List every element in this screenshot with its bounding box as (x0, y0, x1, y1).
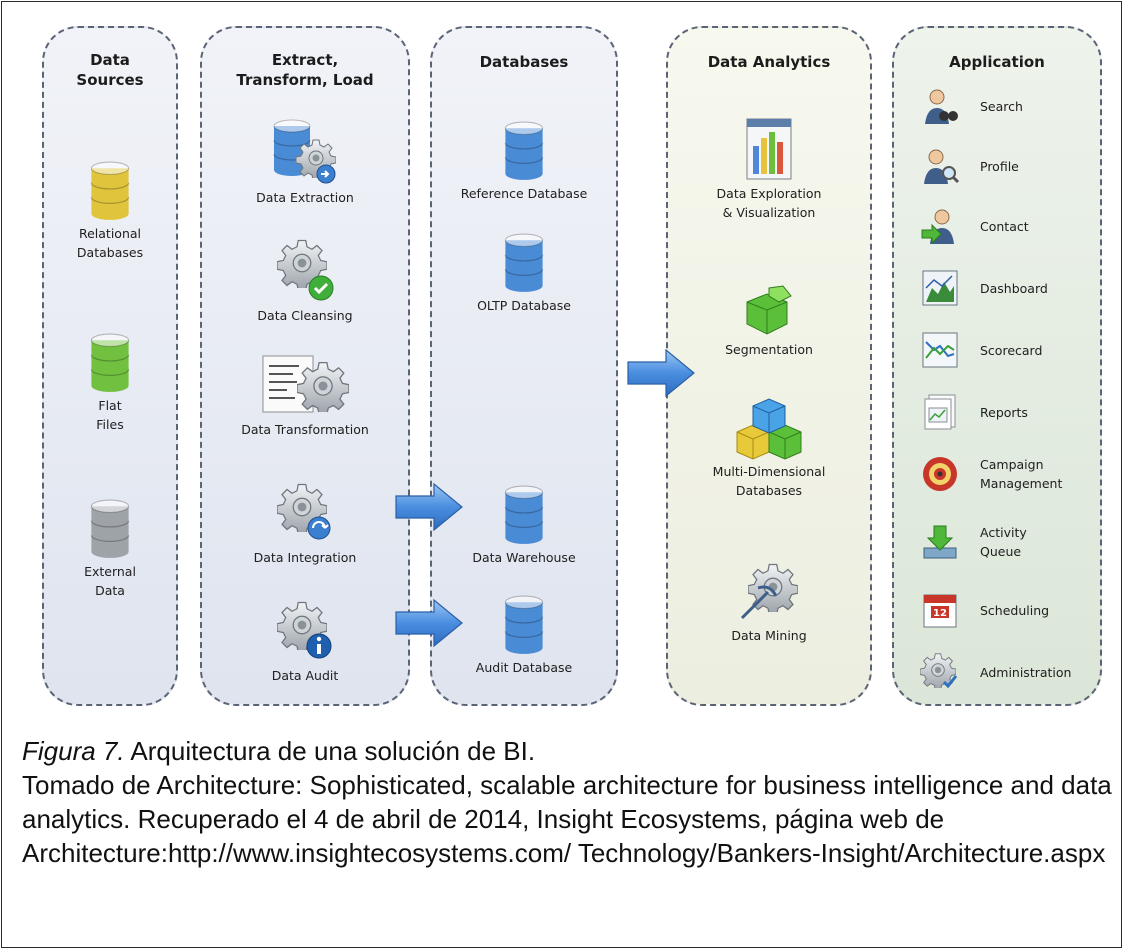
calendar-icon: 12 (923, 594, 957, 628)
app-reports: Reports (920, 392, 1094, 432)
multi-dimensional-label: Multi-Dimensional Databases (712, 464, 826, 498)
data-audit: Data Audit (202, 596, 408, 685)
segmentation: Segmentation (668, 282, 870, 359)
reference-database: Reference Database (432, 120, 616, 203)
relational-databases: Relational Databases (44, 160, 176, 262)
figure-label: Figura 7. (22, 736, 125, 766)
data-analytics-column: Data Analytics Data Exploration & Visual… (666, 26, 872, 706)
databases-column: Databases Reference Database OLTP Databa… (430, 26, 618, 706)
data-exploration-label: Data Exploration & Visualization (716, 186, 822, 220)
app-activity-queue: Activity Queue (920, 522, 1094, 562)
figure-caption: Figura 7. Arquitectura de una solución d… (22, 734, 1112, 870)
app-profile: Profile (920, 146, 1094, 186)
green-database-icon (88, 332, 132, 394)
data-transformation: Data Transformation (202, 352, 408, 439)
external-data-label: External Data (84, 564, 136, 598)
profile-label: Profile (980, 158, 1019, 174)
gray-database-icon (88, 498, 132, 560)
audit-database: Audit Database (432, 594, 616, 677)
reference-database-label: Reference Database (460, 186, 588, 201)
campaign-management-label: Campaign Management (980, 457, 1063, 491)
data-cleansing: Data Cleansing (202, 234, 408, 325)
person-binoculars-icon (925, 89, 958, 124)
oltp-database: OLTP Database (432, 232, 616, 315)
application-title: Application (949, 53, 1045, 71)
gear-pickaxe-icon (740, 563, 798, 620)
target-icon (923, 457, 957, 491)
gear-integration-icon (277, 483, 331, 540)
etl-title: Extract, Transform, Load (236, 51, 374, 89)
blue-database-icon (502, 120, 546, 182)
person-arrow-icon (921, 209, 954, 245)
blue-database-icon (502, 484, 546, 546)
application-column: Application Search Profile Contact (892, 26, 1102, 706)
oltp-database-label: OLTP Database (477, 298, 571, 313)
data-integration-label: Data Integration (253, 550, 357, 565)
svg-text:12: 12 (933, 608, 947, 619)
data-extraction-icon (273, 119, 336, 184)
flat-files: Flat Files (44, 332, 176, 434)
scorecard-label: Scorecard (980, 342, 1043, 358)
dashboard-label: Dashboard (980, 280, 1048, 296)
dashboard-icon (922, 270, 958, 306)
arrow-etl-to-audit-icon (395, 599, 463, 647)
app-search: Search (920, 86, 1094, 126)
data-warehouse: Data Warehouse (432, 484, 616, 567)
app-scheduling: 12 Scheduling (920, 590, 1094, 630)
app-administration: Administration (920, 652, 1094, 692)
blue-database-icon (502, 594, 546, 656)
arrow-databases-to-analytics-icon (627, 349, 695, 397)
gear-check-icon (277, 239, 334, 301)
bar-chart-icon (746, 118, 792, 180)
search-label: Search (980, 98, 1023, 114)
app-contact: Contact (920, 206, 1094, 246)
caption-source: Tomado de Architecture: Sophisticated, s… (22, 770, 1112, 868)
relational-databases-label: Relational Databases (76, 226, 144, 260)
segmentation-label: Segmentation (725, 342, 813, 357)
reports-label: Reports (980, 404, 1028, 420)
gear-check-small-icon (920, 653, 958, 689)
databases-title: Databases (479, 53, 569, 71)
flat-files-label: Flat Files (96, 398, 124, 432)
data-sources-title: Data Sources (76, 51, 144, 89)
download-tray-icon (923, 525, 957, 559)
scheduling-label: Scheduling (980, 602, 1050, 618)
data-exploration-visualization: Data Exploration & Visualization (668, 116, 870, 222)
document-gear-icon (262, 355, 349, 413)
caption-title-line: Figura 7. Arquitectura de una solución d… (22, 734, 1112, 768)
data-extraction: Data Extraction (202, 118, 408, 207)
data-transformation-label: Data Transformation (241, 422, 369, 437)
audit-database-label: Audit Database (475, 660, 573, 675)
administration-label: Administration (980, 664, 1072, 680)
external-data: External Data (44, 498, 176, 600)
gear-info-icon (277, 601, 332, 659)
yellow-database-icon (88, 160, 132, 222)
multi-dimensional-databases: Multi-Dimensional Databases (668, 392, 870, 500)
data-warehouse-label: Data Warehouse (472, 550, 576, 565)
contact-label: Contact (980, 218, 1029, 234)
data-mining: Data Mining (668, 560, 870, 645)
blue-database-icon (502, 232, 546, 294)
multi-cube-icon (736, 398, 802, 460)
reports-icon (924, 394, 956, 430)
person-magnifier-icon (924, 149, 960, 184)
data-integration: Data Integration (202, 478, 408, 567)
figure-title: Arquitectura de una solución de BI. (124, 736, 536, 766)
data-sources-column: Data Sources Relational Databases Flat F… (42, 26, 178, 706)
scorecard-icon (922, 332, 958, 368)
app-scorecard: Scorecard (920, 330, 1094, 370)
data-audit-label: Data Audit (271, 668, 339, 683)
arrow-etl-to-warehouse-icon (395, 483, 463, 531)
app-dashboard: Dashboard (920, 268, 1094, 308)
green-cubes-icon (746, 285, 792, 335)
app-campaign-management: Campaign Management (920, 454, 1094, 494)
activity-queue-label: Activity Queue (980, 525, 1027, 559)
data-cleansing-label: Data Cleansing (257, 308, 353, 323)
etl-column: Extract, Transform, Load Data Extraction… (200, 26, 410, 706)
data-extraction-label: Data Extraction (256, 190, 354, 205)
data-mining-label: Data Mining (731, 628, 807, 643)
data-analytics-title: Data Analytics (707, 53, 831, 71)
